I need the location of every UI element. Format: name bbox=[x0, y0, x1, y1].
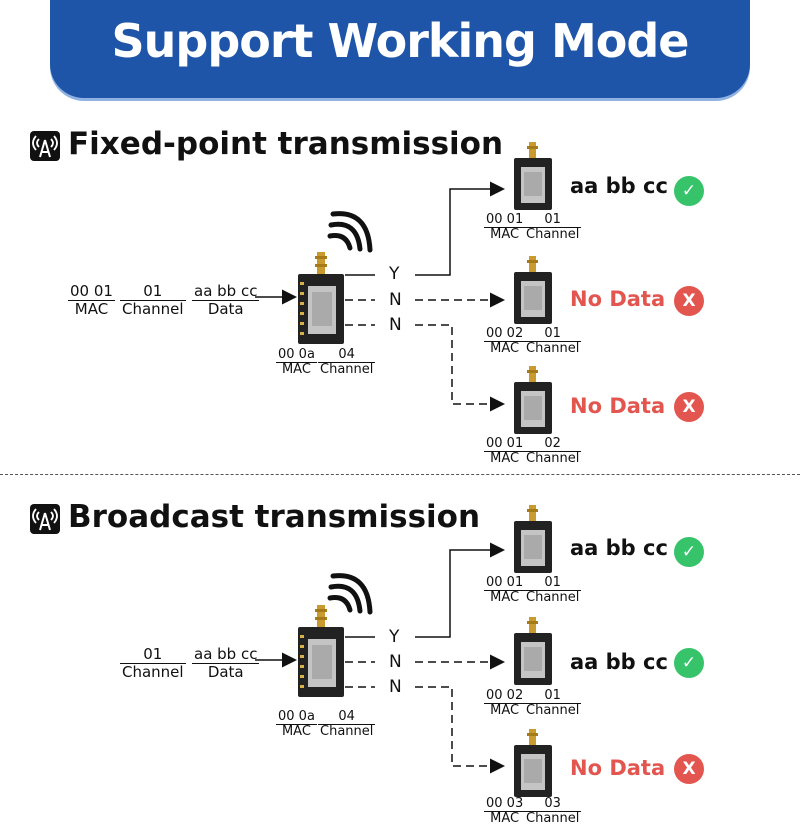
path-label-no: N bbox=[389, 315, 402, 335]
receiver-module bbox=[514, 729, 552, 801]
antenna-icon bbox=[30, 504, 60, 534]
path-label-yes: Y bbox=[389, 264, 400, 284]
transmitter-module bbox=[298, 605, 344, 701]
banner-title: Support Working Mode bbox=[111, 14, 690, 68]
x-icon: X bbox=[674, 754, 704, 784]
receiver-result: No Data bbox=[570, 287, 666, 311]
check-icon: ✓ bbox=[674, 537, 704, 567]
path-label-no: N bbox=[389, 290, 402, 310]
check-icon: ✓ bbox=[674, 648, 704, 678]
receiver-module bbox=[514, 617, 552, 689]
receiver-result: aa bb cc bbox=[570, 174, 668, 198]
receiver-module bbox=[514, 256, 552, 328]
path-label-no: N bbox=[389, 677, 402, 697]
receiver-module bbox=[514, 142, 552, 214]
receiver-module bbox=[514, 366, 552, 438]
antenna-icon bbox=[30, 131, 60, 161]
receiver-result: No Data bbox=[570, 394, 666, 418]
receiver-result: aa bb cc bbox=[570, 650, 668, 674]
receiver-result: No Data bbox=[570, 756, 666, 780]
path-label-no: N bbox=[389, 652, 402, 672]
section-title-fixed-point: Fixed-point transmission bbox=[68, 126, 504, 162]
receiver-module bbox=[514, 505, 552, 577]
title-banner: Support Working Mode bbox=[50, 0, 750, 98]
section-title-broadcast: Broadcast transmission bbox=[68, 499, 481, 535]
check-icon: ✓ bbox=[674, 176, 704, 206]
path-label-yes: Y bbox=[389, 627, 400, 647]
section-divider bbox=[0, 474, 800, 475]
transmitter-module bbox=[298, 252, 344, 348]
receiver-result: aa bb cc bbox=[570, 536, 668, 560]
x-icon: X bbox=[674, 286, 704, 316]
x-icon: X bbox=[674, 392, 704, 422]
